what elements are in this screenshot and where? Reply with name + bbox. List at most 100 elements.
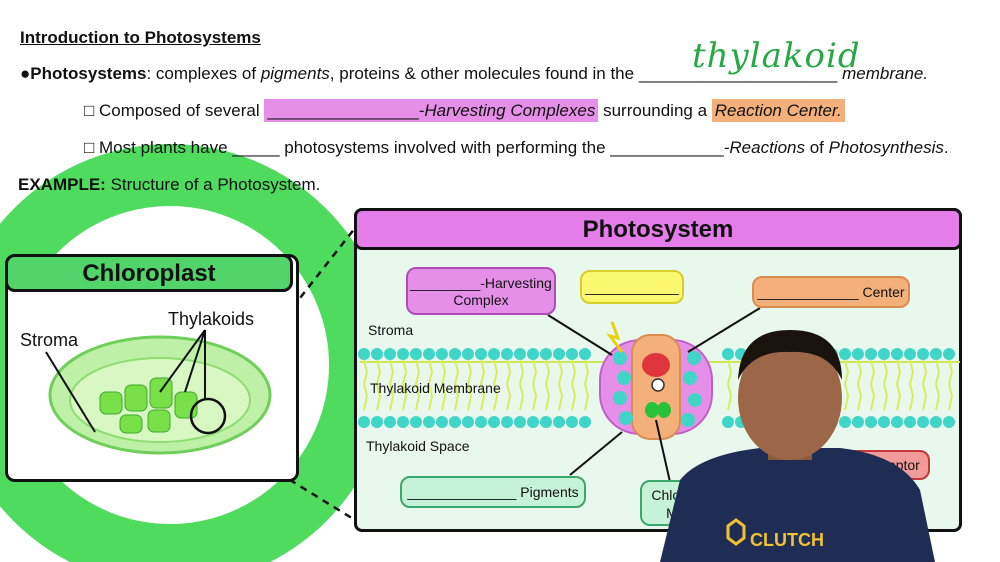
subpoint3-end: . [943,138,949,157]
lipid-head [449,348,461,360]
lipid-head [917,348,929,360]
lipid-head [423,416,435,428]
lipid-tail [453,359,460,411]
thylakoid-pointer-2 [184,329,206,393]
lipid-head [878,416,890,428]
zoom-circle [189,397,227,435]
clutch-logo-icon [726,518,746,546]
lipid-tail [492,359,499,411]
lipid-head [839,416,851,428]
lipid-tail [908,359,915,411]
lipid-tail [544,359,551,411]
lipid-head [462,348,474,360]
harvest-line-1: _________-Harvesting [410,275,552,291]
lipid-tail [414,359,421,411]
subpoint3-text-a: Most plants have [99,138,233,157]
lipid-tail [440,359,447,411]
term-pigments: pigments [260,64,330,83]
lipid-head [514,348,526,360]
bullet: ● [20,64,31,83]
lipid-head [839,348,851,360]
lipid-head [579,348,591,360]
lipid-head [397,348,409,360]
checkbox-icon: □ [84,138,95,157]
center-pointer [687,307,761,353]
lipid-head [852,348,864,360]
reaction-center-label: _____________ Center [752,276,910,308]
light-arrow-icon [606,321,624,353]
chlorophyll-pair-left [645,402,659,418]
lipid-head [566,348,578,360]
lipid-tail [726,359,733,411]
term-reactions: -Reactions [723,138,805,157]
lipid-head [436,348,448,360]
lipid-head [488,348,500,360]
lipid-head [501,416,513,428]
lipid-tail [505,359,512,411]
subpoint-text-b: surrounding a [598,101,712,120]
light-label-box: ____________ [580,270,684,304]
lipid-head [514,416,526,428]
page-title: Introduction to Photosystems [20,28,261,47]
lipid-head [371,416,383,428]
lipid-head [722,348,734,360]
stroma-pointer [45,351,96,433]
lipid-tail [427,359,434,411]
handwritten-answer: thylakoid [692,36,861,76]
lipid-head [475,348,487,360]
lipid-tail [947,359,954,411]
lipid-head [358,348,370,360]
lipid-head [904,348,916,360]
lipid-head [865,416,877,428]
lipid-head [553,416,565,428]
lipid-tail [583,359,590,411]
lipid-tail [882,359,889,411]
lipid-tail [466,359,473,411]
stroma-region-label: Stroma [368,322,414,338]
lipid-tail [557,359,564,411]
lipid-tail [921,359,928,411]
thylakoid-space-label: Thylakoid Space [366,438,470,454]
lipid-tail [401,359,408,411]
lipid-tail [518,359,525,411]
definition-line: ●Photosystems: complexes of pigments, pr… [20,64,928,84]
lipid-head [527,348,539,360]
lipid-head [917,416,929,428]
lipid-head [943,348,955,360]
definition-text-b: , proteins & other molecules found in th… [329,64,639,83]
subpoint-text-a: Composed of several [99,101,265,120]
lipid-head [384,416,396,428]
term-reaction-center: Reaction Center. [714,101,842,120]
term-photosystems: Photosystems [30,64,147,83]
harvest-line-2: Complex [453,292,509,308]
lipid-tail [531,359,538,411]
subpoint3-of: of [805,138,829,157]
subpoint-composition: □ Composed of several ________________-H… [84,99,845,122]
fill-blank-count: _____ [232,138,280,157]
lipid-head [488,416,500,428]
lipid-head [540,348,552,360]
lipid-head [436,416,448,428]
lipid-head [371,348,383,360]
fill-blank-reactions: ____________ [610,138,724,157]
pigments-pointer [569,431,623,476]
lipid-head [904,416,916,428]
thylakoid-pointer-1 [159,329,206,393]
lipid-head [930,416,942,428]
fill-blank-light: ________________ [267,101,419,120]
lipid-tail [934,359,941,411]
lipid-head [475,416,487,428]
harvest-pointer [547,314,613,356]
lipid-head [527,416,539,428]
lipid-head [462,416,474,428]
lipid-tail [362,359,369,411]
thylakoids-label: Thylakoids [168,309,255,329]
lipid-head [943,416,955,428]
lipid-head [865,348,877,360]
lipid-tail [479,359,486,411]
lipid-tail [869,359,876,411]
lipid-head [566,416,578,428]
lipid-tail [570,359,577,411]
